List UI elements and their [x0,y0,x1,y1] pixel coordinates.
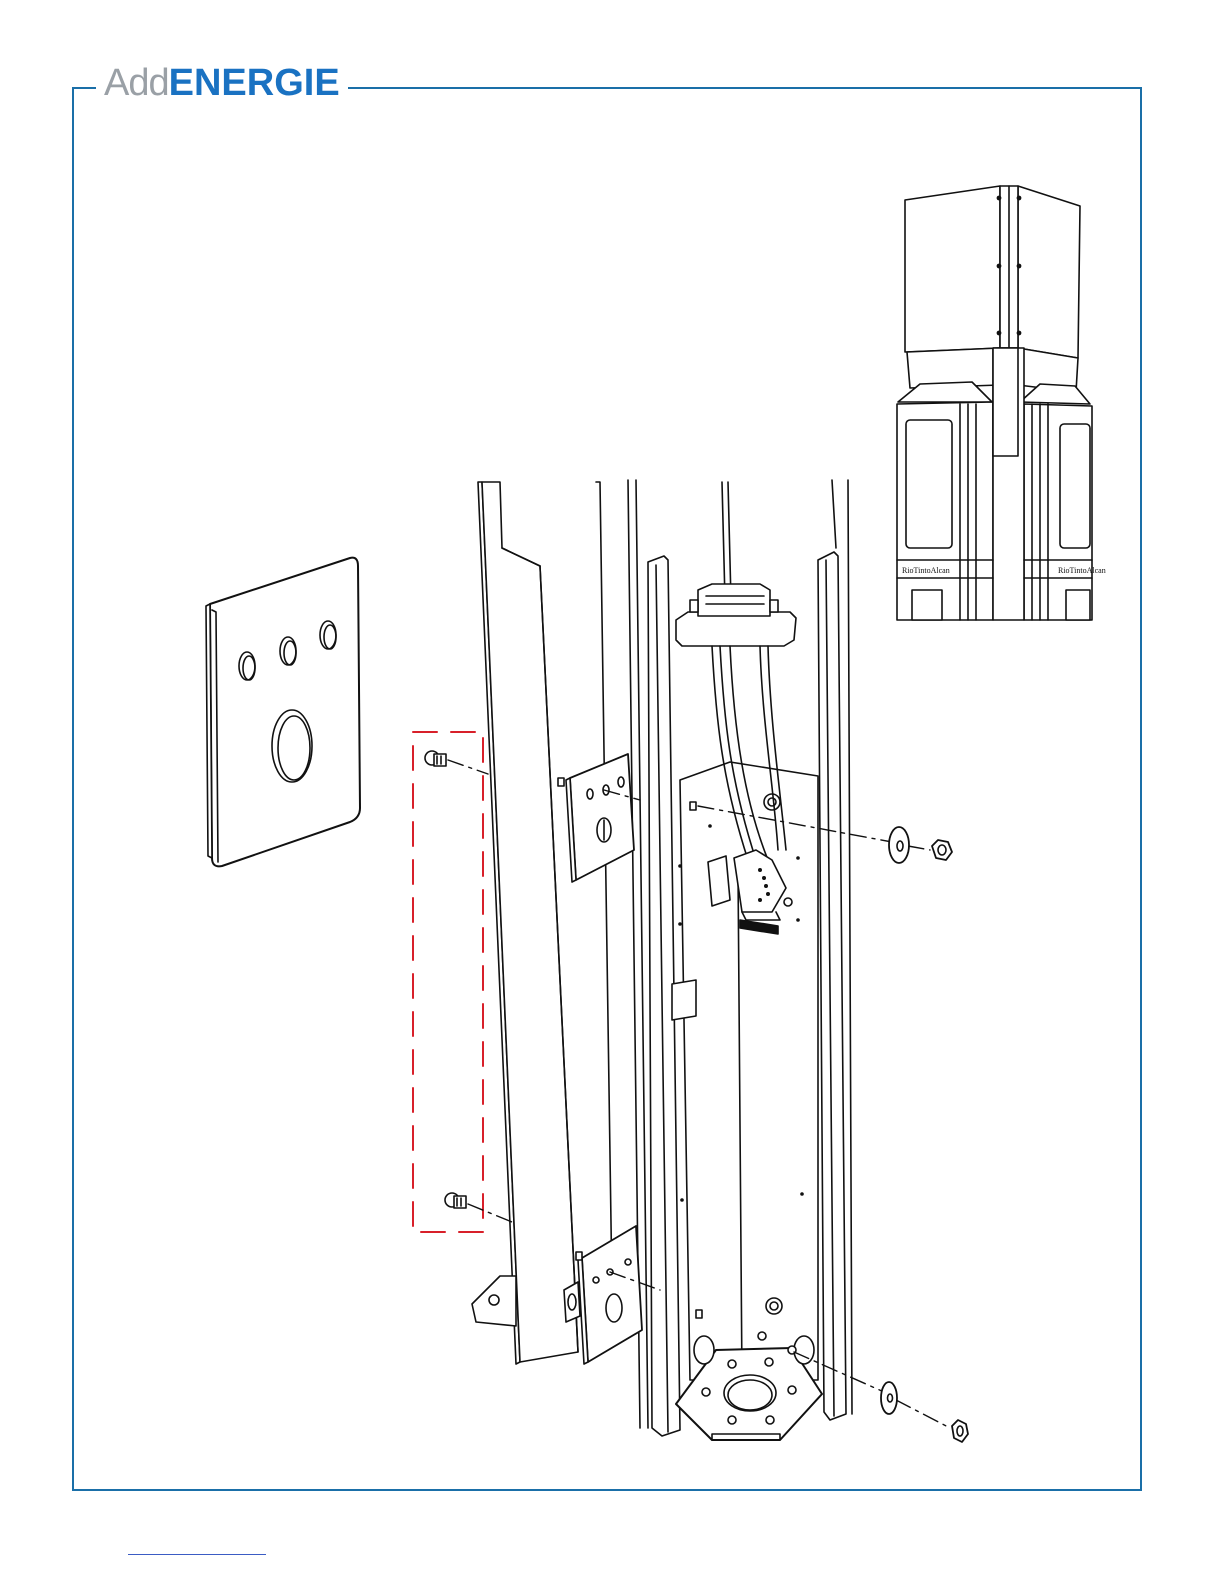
inset-brand-left: RioTintoAlcan [902,566,950,575]
side-panel [472,482,612,1364]
footer-link-underline [128,1554,266,1555]
highlighted-bolts [413,732,483,1232]
upper-bracket-plate [558,754,634,882]
nut-icon [952,1420,968,1442]
bolt-icon [445,1193,466,1208]
charging-station-inset [897,186,1092,620]
washer-icon [881,1382,897,1414]
bolt-icon [425,751,446,766]
inset-brand-right: RioTintoAlcan [1058,566,1106,575]
nut-icon [932,840,952,860]
cover-plate [206,558,360,867]
washer-icon [889,827,909,863]
